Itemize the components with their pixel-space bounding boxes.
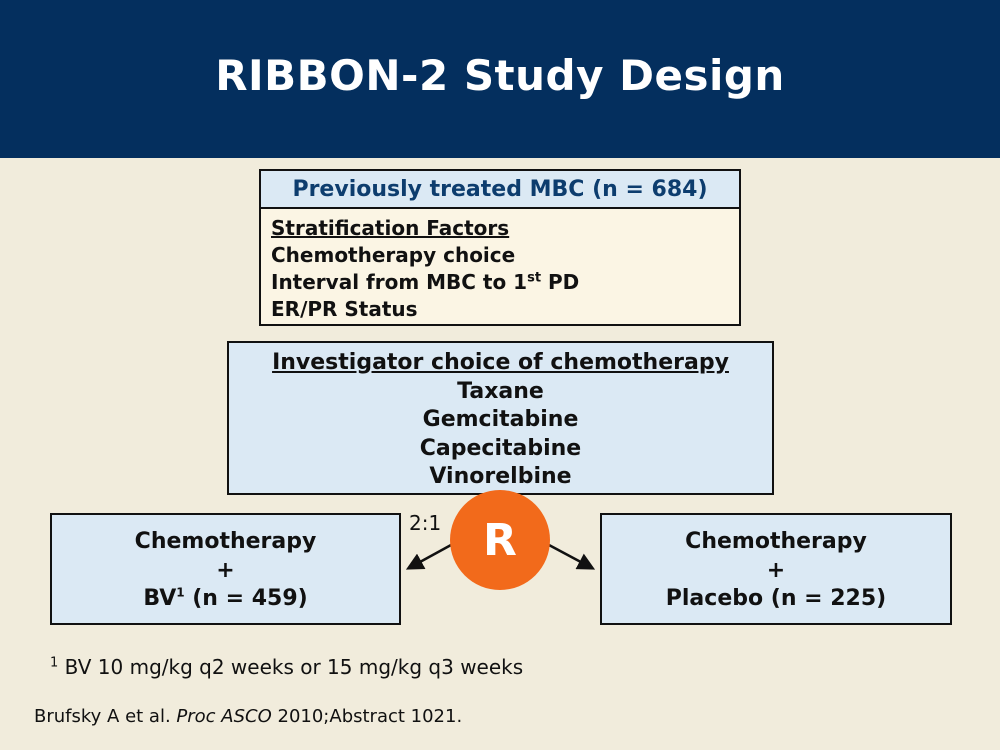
chemo-option-taxane: Taxane bbox=[457, 378, 544, 404]
title-banner: RIBBON-2 Study Design bbox=[0, 0, 1000, 158]
footnote-marker: 1 bbox=[50, 655, 59, 671]
arm-right-line1: Chemotherapy bbox=[685, 529, 867, 554]
arm-left-line1: Chemotherapy bbox=[134, 529, 317, 554]
randomization-label: R bbox=[483, 514, 517, 566]
footnote-text: BV 10 mg/kg q2 weeks or 15 mg/kg q3 week… bbox=[58, 655, 524, 679]
arm-right-line3: Placebo (n = 225) bbox=[665, 586, 887, 611]
slide-title: RIBBON-2 Study Design bbox=[215, 50, 785, 100]
stratification-factor-3: ER/PR Status bbox=[271, 297, 418, 321]
arm-left-superscript: 1 bbox=[176, 585, 185, 600]
citation: Brufsky A et al. Proc ASCO 2010;Abstract… bbox=[34, 706, 462, 727]
arm-left-plus: + bbox=[216, 557, 235, 583]
stratification-factor-1: Chemotherapy choice bbox=[271, 243, 516, 267]
arm-placebo-box: Chemotherapy + Placebo (n = 225) bbox=[600, 513, 952, 625]
population-box: Previously treated MBC (n = 684) bbox=[259, 169, 741, 209]
allocation-ratio: 2:1 bbox=[409, 511, 442, 535]
arrow-to-left-arm bbox=[405, 543, 452, 570]
factor-2-end: PD bbox=[541, 270, 580, 294]
arm-right-plus: + bbox=[766, 557, 786, 583]
citation-journal: Proc ASCO bbox=[176, 706, 272, 727]
citation-rest: 2010;Abstract 1021. bbox=[271, 706, 463, 727]
stratification-factor-2: Interval from MBC to 1st PD bbox=[271, 269, 739, 296]
arm-left-drug: BV bbox=[143, 586, 177, 611]
population-label: Previously treated MBC (n = 684) bbox=[292, 176, 708, 202]
factor-2-text: Interval from MBC to 1 bbox=[271, 270, 528, 294]
chemo-option-capecitabine: Capecitabine bbox=[419, 435, 582, 461]
randomization-circle: R bbox=[450, 490, 550, 590]
stratification-heading: Stratification Factors bbox=[271, 216, 510, 240]
chemo-option-gemcitabine: Gemcitabine bbox=[422, 407, 579, 432]
chemo-choice-heading: Investigator choice of chemotherapy bbox=[272, 350, 729, 375]
arm-left-n: (n = 459) bbox=[184, 586, 308, 611]
arm-left-line3: BV1 (n = 459) bbox=[52, 585, 399, 614]
arm-bevacizumab-box: Chemotherapy + BV1 (n = 459) bbox=[50, 513, 401, 625]
footnote: 1 BV 10 mg/kg q2 weeks or 15 mg/kg q3 we… bbox=[50, 655, 523, 679]
stratification-box: Stratification Factors Chemotherapy choi… bbox=[259, 207, 741, 326]
citation-authors: Brufsky A et al. bbox=[34, 706, 177, 727]
factor-2-superscript: st bbox=[527, 270, 542, 286]
chemotherapy-choice-box: Investigator choice of chemotherapy Taxa… bbox=[227, 341, 774, 495]
arrow-to-right-arm bbox=[548, 543, 596, 570]
chemo-option-vinorelbine: Vinorelbine bbox=[429, 464, 572, 489]
